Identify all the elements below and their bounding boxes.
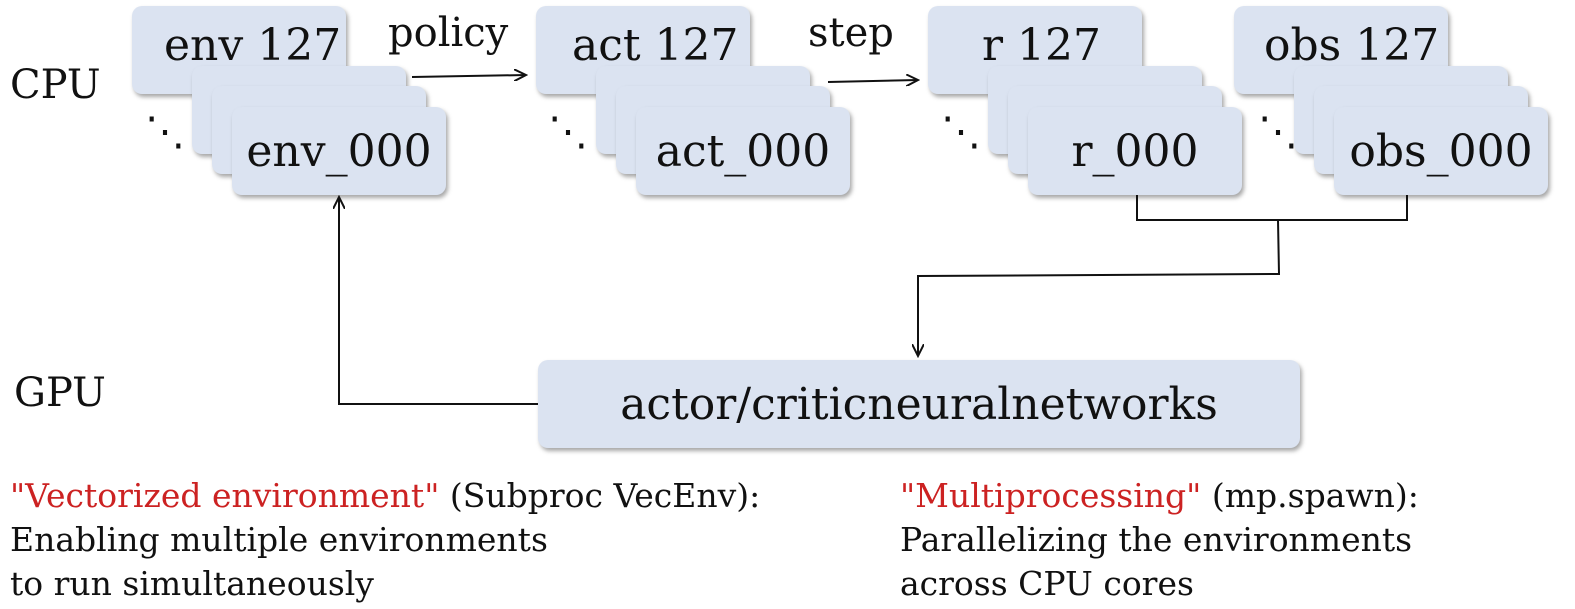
env-front-box: env_000 (232, 107, 446, 195)
act-front-box: act_000 (636, 107, 850, 195)
obs-ellipsis: ⋱ (1258, 109, 1298, 155)
cpu-row-label: CPU (10, 62, 101, 108)
r-back-label: r 127 (982, 20, 1102, 71)
act-front-label: act_000 (655, 125, 831, 177)
actor-critic-network-box: actor/criticneuralnetworks (538, 360, 1300, 448)
vectorized-environment-note: "Vectorized environment" (Subproc VecEnv… (10, 474, 760, 606)
obs-front-label: obs_000 (1349, 125, 1533, 177)
policy-arrow (411, 75, 526, 77)
merge-to-network-arrow (918, 219, 1281, 356)
multiprocessing-note-line-1: "Multiprocessing" (mp.spawn): (900, 474, 1419, 518)
r-ellipsis: ⋱ (941, 109, 981, 155)
act-ellipsis: ⋱ (548, 109, 588, 155)
multiprocessing-note-line-3: across CPU cores (900, 564, 1194, 603)
env-back-label: env 127 (164, 20, 342, 71)
r-front-box: r_000 (1028, 107, 1242, 195)
r-front-label: r_000 (1071, 125, 1199, 177)
obs-front-box: obs_000 (1334, 107, 1548, 195)
policy-arrow-label: policy (388, 10, 509, 56)
multiprocessing-note: "Multiprocessing" (mp.spawn): Paralleliz… (900, 474, 1419, 606)
network-label: actor/criticneuralnetworks (620, 378, 1218, 430)
multiprocessing-highlight: "Multiprocessing" (900, 476, 1202, 515)
vectorized-note-line-2: Enabling multiple environments (10, 520, 548, 559)
gpu-row-label: GPU (14, 370, 106, 416)
vectorized-note-line-3: to run simultaneously (10, 564, 374, 603)
vectorized-paren: (Subproc VecEnv): (439, 476, 761, 515)
vectorized-highlight: "Vectorized environment" (10, 476, 440, 515)
obs-back-label: obs 127 (1264, 20, 1440, 71)
act-back-label: act 127 (572, 20, 739, 71)
step-arrow-label: step (808, 10, 894, 56)
r-obs-merge-line (1136, 195, 1408, 221)
multiprocessing-note-line-2: Parallelizing the environments (900, 520, 1413, 559)
network-to-env-arrow (339, 197, 538, 405)
env-front-label: env_000 (246, 125, 432, 177)
env-ellipsis: ⋱ (145, 109, 185, 155)
multiprocessing-paren: (mp.spawn): (1201, 476, 1419, 515)
vectorized-note-line-1: "Vectorized environment" (Subproc VecEnv… (10, 474, 760, 518)
step-arrow (827, 80, 918, 82)
